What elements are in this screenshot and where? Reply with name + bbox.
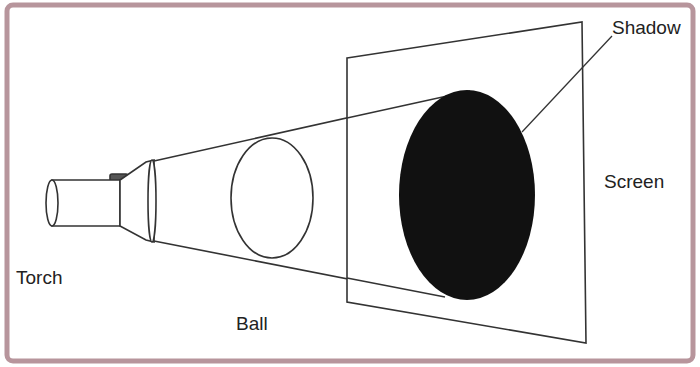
part-label: Torch <box>16 268 62 289</box>
torch-symbol <box>46 160 156 242</box>
part-label: Screen <box>604 172 664 193</box>
picture-frame <box>7 5 693 361</box>
part-label: Shadow <box>612 18 681 39</box>
ball-outline <box>231 138 313 258</box>
screen-panel <box>347 22 586 343</box>
leader-line <box>522 36 612 132</box>
shadow-ellipse <box>399 90 535 300</box>
part-label: Ball <box>236 314 268 335</box>
